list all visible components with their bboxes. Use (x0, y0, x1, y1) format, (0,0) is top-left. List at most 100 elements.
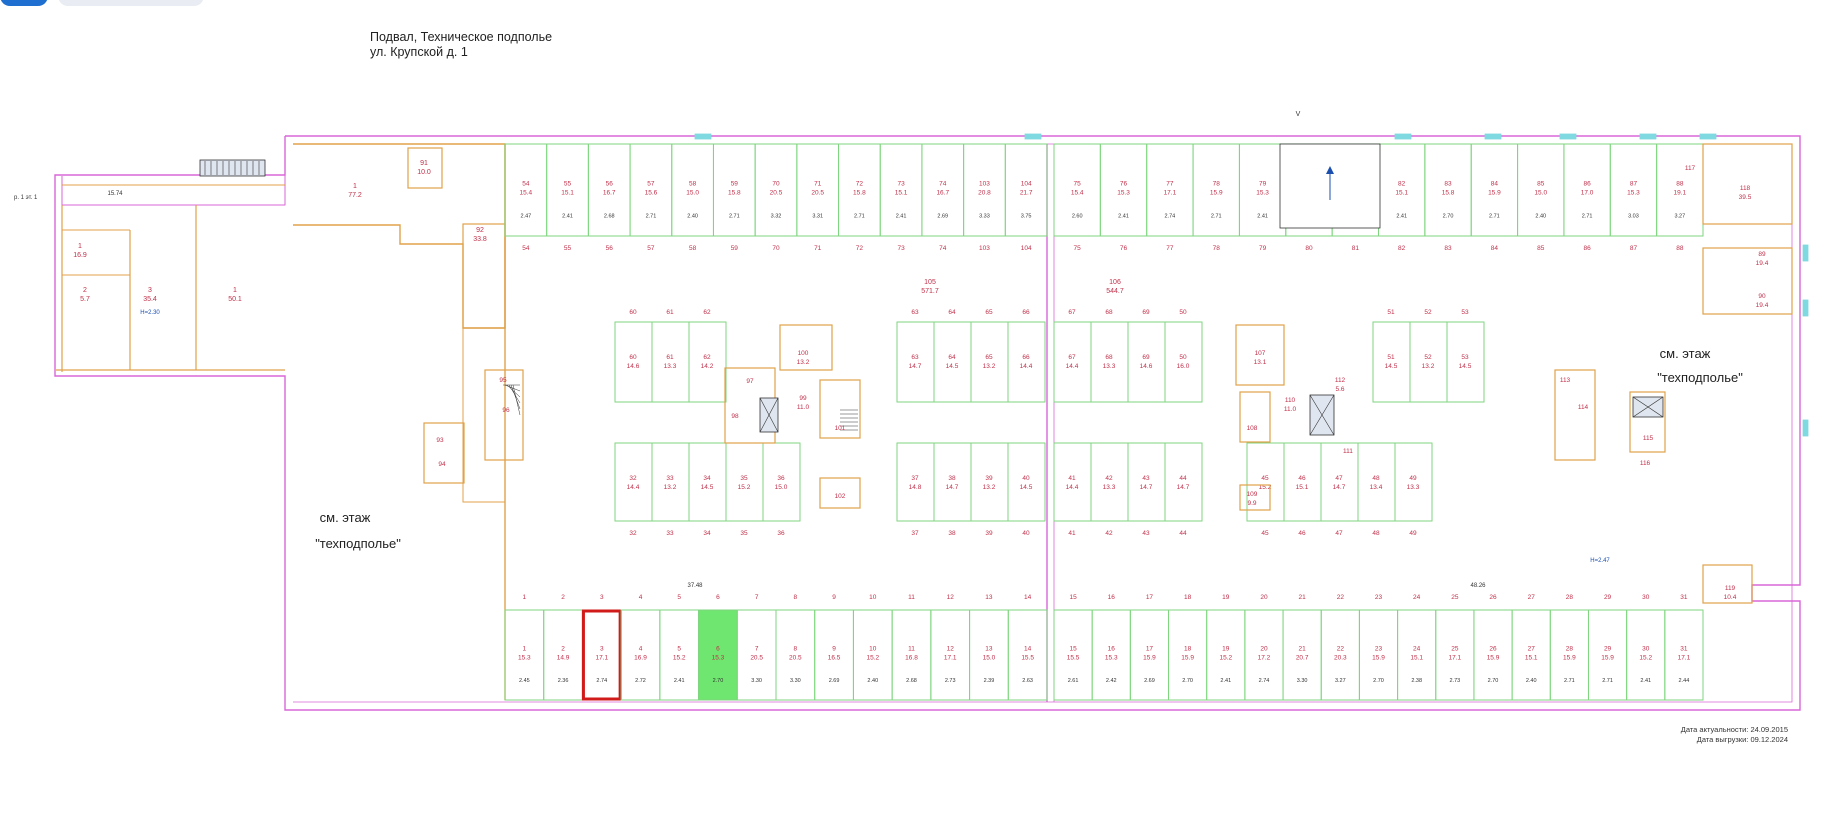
service-room-number: 101 (835, 425, 846, 432)
space-marker: 2 (561, 594, 565, 601)
space-area: 14.4 (627, 484, 640, 491)
space-width: 2.41 (1396, 214, 1407, 220)
space-marker: 23 (1375, 594, 1383, 601)
parking-space-66[interactable] (1007, 321, 1046, 403)
parking-space-32[interactable] (614, 442, 653, 522)
space-area: 14.5 (1020, 484, 1033, 491)
actuality-date: Дата актуальности: 24.09.2015 (1680, 725, 1788, 734)
space-area: 19.1 (1673, 189, 1686, 196)
space-marker: 78 (1213, 245, 1221, 252)
room-area: 50.1 (228, 296, 242, 303)
parking-space-64[interactable] (933, 321, 972, 403)
space-marker: 59 (731, 245, 739, 252)
space-area: 14.5 (946, 363, 959, 370)
space-area: 21.7 (1020, 189, 1033, 196)
parking-space-40[interactable] (1007, 442, 1046, 522)
space-number: 28 (1566, 646, 1574, 653)
space-width: 3.27 (1335, 678, 1346, 684)
parking-space-61[interactable] (651, 321, 690, 403)
parking-space-48[interactable] (1357, 442, 1396, 522)
building-outline (54, 135, 1801, 711)
space-marker: 27 (1528, 594, 1536, 601)
space-area: 13.2 (983, 484, 996, 491)
parking-space-6[interactable] (698, 609, 738, 701)
parking-space-31[interactable] (1664, 609, 1704, 701)
parking-space-65[interactable] (970, 321, 1009, 403)
parking-space-51[interactable] (1372, 321, 1411, 403)
space-width: 2.41 (1220, 678, 1231, 684)
parking-space-35[interactable] (725, 442, 764, 522)
parking-space-69[interactable] (1127, 321, 1166, 403)
parking-space-104[interactable] (1004, 143, 1048, 237)
corridor-number: 106 (1109, 279, 1121, 286)
parking-space-52[interactable] (1409, 321, 1448, 403)
parking-space-39[interactable] (970, 442, 1009, 522)
space-number: 48 (1372, 475, 1380, 482)
space-area: 15.1 (1296, 484, 1309, 491)
space-area: 14.4 (1020, 363, 1033, 370)
dim-right-total: 48.26 (1470, 583, 1486, 589)
parking-space-42[interactable] (1090, 442, 1129, 522)
parking-space-43[interactable] (1127, 442, 1166, 522)
space-area: 15.5 (1067, 655, 1080, 662)
space-marker: 79 (1259, 245, 1267, 252)
service-room-number: 119 (1725, 585, 1736, 592)
parking-space-14[interactable] (1007, 609, 1048, 701)
parking-space-37[interactable] (896, 442, 935, 522)
parking-space-45[interactable] (1246, 442, 1285, 522)
space-number: 13 (985, 646, 993, 653)
space-width: 2.41 (674, 678, 685, 684)
space-area: 15.9 (1563, 655, 1576, 662)
parking-space-46[interactable] (1283, 442, 1322, 522)
parking-space-63[interactable] (896, 321, 935, 403)
parking-space-60[interactable] (614, 321, 653, 403)
parking-space-33[interactable] (651, 442, 690, 522)
space-number: 85 (1537, 180, 1545, 187)
elevator-x (1309, 394, 1335, 436)
floor-tab-active[interactable] (0, 0, 48, 6)
space-marker: 41 (1068, 530, 1076, 537)
parking-space-34[interactable] (688, 442, 727, 522)
space-width: 3.30 (1297, 678, 1308, 684)
selected-space-outline[interactable] (581, 609, 622, 701)
space-width: 2.44 (1679, 678, 1690, 684)
parking-space-53[interactable] (1446, 321, 1485, 403)
service-room-number: 108 (1247, 425, 1258, 432)
floor-tab[interactable] (58, 0, 204, 6)
room-95 (484, 369, 524, 461)
space-width: 2.41 (1118, 214, 1129, 220)
service-room-area: 11.0 (797, 404, 810, 411)
space-area: 15.8 (853, 189, 866, 196)
space-area: 15.2 (738, 484, 751, 491)
window (1559, 133, 1577, 140)
parking-space-68[interactable] (1090, 321, 1129, 403)
parking-space-50[interactable] (1164, 321, 1203, 403)
space-marker: 80 (1305, 245, 1313, 252)
space-width: 2.47 (520, 214, 531, 220)
parking-space-67[interactable] (1053, 321, 1092, 403)
space-area: 15.3 (1105, 655, 1118, 662)
parking-space-44[interactable] (1164, 442, 1203, 522)
space-width: 3.75 (1021, 214, 1032, 220)
parking-space-62[interactable] (688, 321, 727, 403)
space-area: 15.5 (1021, 655, 1034, 662)
room-91 (407, 147, 443, 189)
space-area: 15.0 (983, 655, 996, 662)
space-width: 2.69 (1144, 678, 1155, 684)
space-marker: 86 (1583, 245, 1591, 252)
service-room-number: 94 (438, 461, 446, 468)
parking-space-36[interactable] (762, 442, 801, 522)
space-number: 103 (979, 180, 990, 187)
space-area: 15.9 (1210, 189, 1223, 196)
window (1802, 244, 1809, 262)
space-marker: 66 (1022, 309, 1030, 316)
space-area: 17.0 (1581, 189, 1594, 196)
space-marker: 33 (666, 530, 674, 537)
parking-space-38[interactable] (933, 442, 972, 522)
parking-space-49[interactable] (1394, 442, 1433, 522)
elevator-x (759, 397, 779, 433)
space-number: 58 (689, 180, 697, 187)
space-marker: 47 (1335, 530, 1343, 537)
room-109 (1239, 484, 1271, 511)
parking-space-41[interactable] (1053, 442, 1092, 522)
